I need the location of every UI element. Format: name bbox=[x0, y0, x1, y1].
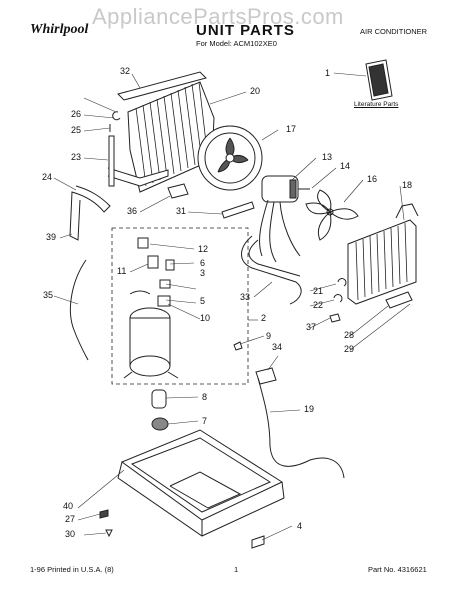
callout-34: 34 bbox=[272, 342, 283, 352]
clip-part bbox=[112, 111, 121, 121]
callout-19: 19 bbox=[304, 404, 315, 414]
callout-26: 26 bbox=[71, 109, 82, 119]
callout-14: 14 bbox=[340, 161, 351, 171]
callout-36: 36 bbox=[127, 206, 138, 216]
callout-39: 39 bbox=[46, 232, 57, 242]
fan-shroud bbox=[197, 125, 263, 191]
page-title: UNIT PARTS bbox=[196, 22, 295, 39]
screw-30 bbox=[105, 529, 113, 538]
category-label: AIR CONDITIONER bbox=[360, 27, 428, 36]
callout-6: 6 bbox=[200, 258, 206, 268]
evaporator-coil bbox=[347, 203, 419, 305]
callout-4: 4 bbox=[297, 521, 303, 531]
print-info: 1-96 Printed in U.S.A. (8) bbox=[30, 565, 114, 574]
callout-27: 27 bbox=[65, 514, 76, 524]
wire-part-31 bbox=[221, 201, 255, 219]
callout-3: 3 bbox=[200, 268, 206, 278]
callout-37: 37 bbox=[306, 322, 317, 332]
callout-24: 24 bbox=[42, 172, 53, 182]
clip-37 bbox=[329, 313, 341, 323]
callout-35: 35 bbox=[43, 290, 54, 300]
callout-1: 1 bbox=[325, 68, 331, 78]
callout-13: 13 bbox=[322, 152, 333, 162]
sensor-tube bbox=[108, 135, 115, 187]
callout-21: 21 bbox=[313, 286, 324, 296]
callout-8: 8 bbox=[202, 392, 208, 402]
capillary-tube bbox=[257, 377, 345, 479]
base-pan bbox=[117, 429, 285, 537]
callout-20: 20 bbox=[250, 86, 261, 96]
literature-parts-label: Literature Parts bbox=[354, 101, 399, 108]
callout-22: 22 bbox=[313, 300, 324, 310]
motor-wires bbox=[259, 199, 301, 263]
bracket-4 bbox=[251, 535, 265, 549]
refrigerant-tubing bbox=[241, 235, 302, 305]
callout-9: 9 bbox=[266, 331, 272, 341]
condenser-coil bbox=[127, 81, 215, 193]
callout-5: 5 bbox=[200, 296, 206, 306]
callout-40: 40 bbox=[63, 501, 74, 511]
bracket-part bbox=[107, 167, 169, 187]
callout-30: 30 bbox=[65, 529, 76, 539]
callout-7: 7 bbox=[202, 416, 208, 426]
callout-12: 12 bbox=[198, 244, 209, 254]
small-part-9 bbox=[233, 341, 243, 351]
clip-22 bbox=[333, 294, 343, 303]
page-number: 1 bbox=[234, 565, 239, 574]
brand-logo: Whirlpool bbox=[30, 22, 89, 37]
callout-33: 33 bbox=[240, 292, 251, 302]
callout-32: 32 bbox=[120, 66, 131, 76]
power-cord-harness bbox=[69, 259, 89, 361]
fan-blade bbox=[305, 189, 359, 241]
callout-18: 18 bbox=[402, 180, 413, 190]
callout-29: 29 bbox=[344, 344, 355, 354]
clip-21 bbox=[337, 278, 347, 287]
callout-23: 23 bbox=[71, 152, 82, 162]
compressor-assembly bbox=[123, 237, 179, 379]
watermark: AppliancePartsPros.com bbox=[92, 4, 344, 29]
bracket-28 bbox=[385, 291, 413, 309]
callout-10: 10 bbox=[200, 313, 211, 323]
callout-16: 16 bbox=[367, 174, 378, 184]
model-line: For Model: ACM102XE0 bbox=[196, 39, 277, 48]
callout-25: 25 bbox=[71, 125, 82, 135]
callout-2: 2 bbox=[261, 313, 267, 323]
leader-lines bbox=[53, 72, 411, 541]
grommet-8 bbox=[151, 389, 167, 409]
grommet-7 bbox=[151, 417, 169, 431]
callout-17: 17 bbox=[286, 124, 297, 134]
compressor-group-box bbox=[111, 227, 249, 385]
screw-27 bbox=[99, 509, 109, 519]
drain-hose bbox=[69, 185, 111, 241]
callout-28: 28 bbox=[344, 330, 355, 340]
literature-booklet bbox=[365, 59, 393, 101]
fan-motor bbox=[261, 175, 310, 203]
part-number: Part No. 4316621 bbox=[368, 565, 427, 574]
top-bar-part bbox=[117, 71, 207, 101]
callout-31: 31 bbox=[176, 206, 187, 216]
callout-11: 11 bbox=[117, 266, 127, 276]
block-part bbox=[167, 183, 189, 199]
